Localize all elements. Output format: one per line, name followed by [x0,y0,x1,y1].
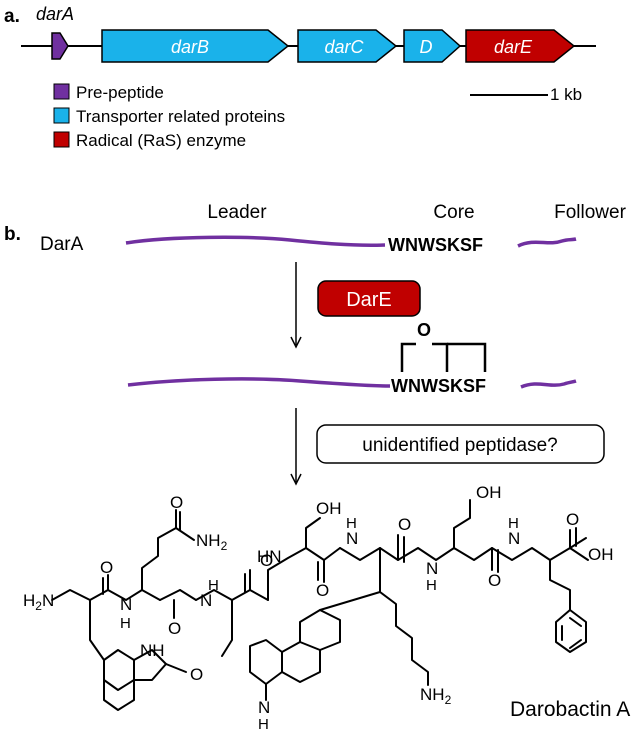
serine-oh-1: OH [316,499,342,518]
region-label-leader: Leader [207,202,267,223]
carbonyl-o-2: O [170,493,183,512]
legend-label-transporter: Transporter related proteins [76,107,285,126]
indole2-n: N [258,698,270,717]
amide-h-e: H [426,577,437,594]
legend-swatch-transporter [53,107,70,124]
product-leader-line [127,377,391,388]
dara-gene-arrow [51,32,69,60]
core-sequence: WNWSKSF [388,235,483,255]
amide-n-b: N [200,591,212,610]
region-label-core: Core [433,202,474,223]
serine-oh-2: OH [476,483,502,502]
amide-n-a: N [120,595,132,614]
carbonyl-o-5: O [316,581,329,600]
amide-h-d: H [346,515,357,532]
carbonyl-o-3: O [168,619,181,638]
darc-gene-name: darC [324,37,364,57]
scale-bar-label: 1 kb [550,85,582,104]
indole1-nh: NH [140,641,165,660]
dard-gene-name: D [420,37,433,57]
legend-label-radical: Radical (RaS) enzyme [76,131,246,150]
structure-labels: H2N O N H O NH2 O N H O HN OH O N H O N … [23,483,614,733]
darc-gene-arrow [297,29,398,63]
amide-hn-c: HN [257,547,282,566]
product-sequence: WNWSKSF [391,376,486,396]
panel-a: a. darA darB darC D darE Pre-peptide Tra… [4,4,596,150]
crosslink-brackets [400,342,487,372]
carbonyl-o-4: O [260,551,273,570]
dare-enzyme-box [317,280,421,317]
crosslink-oxygen: O [417,320,431,340]
region-label-follower: Follower [554,202,626,223]
h2n-label: H2N [23,591,54,613]
amide-n-e: N [426,559,438,578]
legend-swatch-prepeptide [53,83,70,100]
precursor-follower-line [517,237,577,248]
dare-gene-name: darE [494,37,533,57]
peptidase-label: unidentified peptidase? [362,435,557,456]
amide-h-b: H [208,577,219,594]
reaction-arrow-2-head [290,473,302,486]
reaction-arrow-1-head [290,336,302,349]
amide-h-f: H [508,515,519,532]
peptidase-box [316,424,605,464]
dare-gene-arrow [465,29,576,63]
amide-nh2-label: NH2 [196,531,228,553]
panel-b-label: b. [4,224,21,245]
amide-n-f: N [508,529,520,548]
panel-a-label: a. [4,6,20,27]
darb-gene-name: darB [171,37,209,57]
legend-label-prepeptide: Pre-peptide [76,83,164,102]
carboxyl-oh: OH [588,545,614,564]
product-follower-line [520,379,577,389]
darb-gene-arrow [101,29,290,63]
indole2-h: H [258,716,269,733]
dard-gene-arrow [403,29,462,63]
dara-gene-label: darA [36,4,74,24]
dare-enzyme-label: DarE [346,289,392,311]
panel-b-schematic: b. Leader Core Follower DarA WNWSKSF Dar… [4,202,627,486]
carboxyl-o: O [566,510,579,529]
darobactin-structure [51,499,589,711]
amide-h-a: H [120,615,131,632]
carbonyl-o-7: O [488,571,501,590]
peptide-name-dara: DarA [40,234,84,255]
ether-oxygen: O [190,665,203,684]
amide-n-d: N [346,529,358,548]
carbonyl-o-1: O [100,558,113,577]
carbonyl-o-6: O [398,515,411,534]
legend-swatch-radical [53,131,70,148]
compound-name: Darobactin A [510,698,630,721]
precursor-leader-line [125,235,386,247]
lysine-nh2-label: NH2 [420,685,452,707]
